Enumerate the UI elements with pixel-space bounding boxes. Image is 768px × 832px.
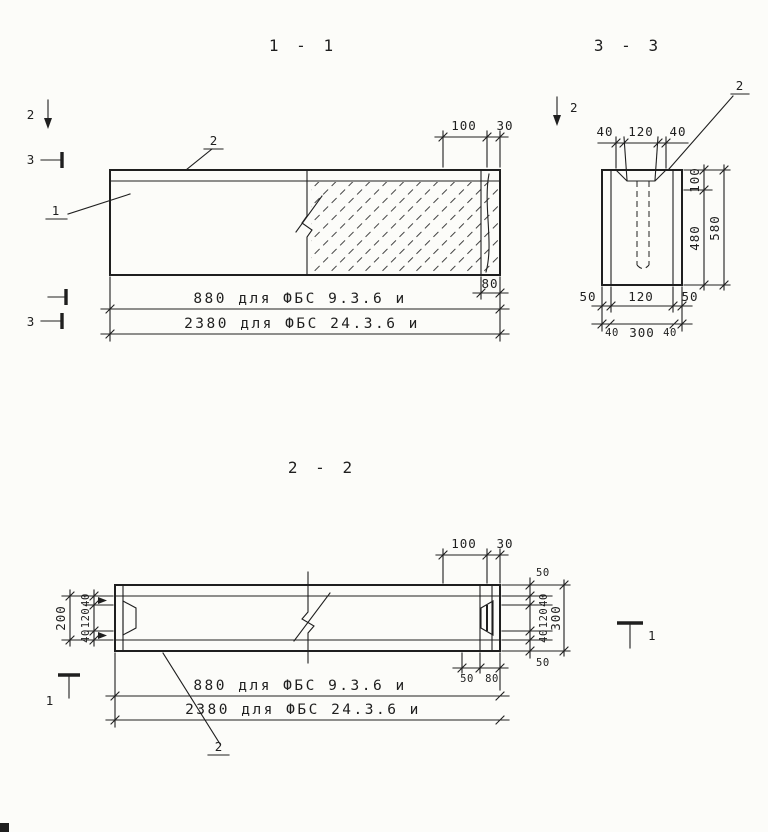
section-2-2: 2 - 2 100 30	[46, 458, 657, 756]
dim-text: 40	[596, 124, 613, 139]
dim-text: 40	[663, 327, 677, 339]
dim-text: 40	[80, 629, 92, 643]
right-groove	[480, 600, 494, 636]
dim-arrow	[98, 597, 107, 604]
section-title-3-3: 3 - 3	[594, 36, 662, 55]
dim-right-3-3: 100 480 580	[683, 164, 731, 291]
dim-text: 120	[538, 608, 550, 628]
section-1-1: 1 - 1 2 3 3	[27, 36, 513, 342]
dim-top-2-2: 100 30	[435, 536, 513, 584]
section-3-3: 3 - 3 2 2	[553, 36, 750, 340]
dim-bottom-50-80: 50 80	[452, 652, 509, 691]
section-marker-3-bottom: 3	[27, 289, 68, 329]
dim-text: 50	[536, 657, 550, 669]
dim-text: 50	[460, 673, 474, 685]
dim-text: 30	[496, 536, 513, 551]
dim-text: 100	[687, 167, 702, 193]
section-title-1-1: 1 - 1	[269, 36, 337, 55]
dim-text: 300	[629, 325, 655, 340]
dim-text: 40	[605, 327, 619, 339]
section-marker-1-right: 1	[617, 621, 657, 649]
dim-text: 50	[536, 567, 550, 579]
dim-text: 50	[579, 289, 596, 304]
dim-text: 40	[669, 124, 686, 139]
dim-text: 200	[53, 605, 68, 631]
block-plan-view	[114, 571, 501, 664]
section-title-2-2: 2 - 2	[288, 458, 356, 477]
dim-top-right-1-1: 100 30	[434, 118, 513, 168]
callout-label: 2	[210, 133, 219, 148]
dim-text-2380: 2380 для ФБС 24.3.6 и	[185, 702, 421, 718]
callout-2: 2	[185, 133, 224, 171]
callout-label: 1	[52, 203, 61, 218]
dim-text: 120	[628, 289, 654, 304]
callout-label: 2	[736, 78, 745, 93]
dim-text: 100	[451, 118, 477, 133]
marker-label: 2	[570, 100, 579, 115]
dim-text: 40	[538, 593, 550, 607]
block-elevation	[109, 169, 501, 276]
marker-label: 2	[27, 107, 36, 122]
dim-text: 480	[687, 225, 702, 251]
callout-2: 2	[668, 78, 750, 170]
dim-text: 80	[481, 276, 498, 291]
dim-lengths-1-1: 880 для ФБС 9.3.6 и 2380 для ФБС 24.3.6 …	[100, 276, 510, 342]
marker-label: 1	[648, 628, 657, 643]
left-groove	[122, 600, 137, 636]
dim-text-2380: 2380 для ФБС 24.3.6 и	[184, 316, 420, 332]
dim-text: 80	[485, 673, 499, 685]
dim-text-880: 880 для ФБС 9.3.6 и	[193, 678, 406, 694]
dim-text: 50	[681, 289, 698, 304]
dim-left-2-2: 40 120 40 200	[53, 589, 114, 647]
break-line	[301, 169, 313, 276]
dim-text: 120	[80, 608, 92, 628]
marker-label: 3	[27, 314, 36, 329]
dim-text-880: 880 для ФБС 9.3.6 и	[193, 291, 406, 307]
dim-bottom-3-3: 50 120 50 40 300 40	[579, 286, 698, 340]
dim-text: 580	[707, 215, 722, 241]
dim-arrow	[98, 632, 107, 639]
dim-text: 40	[80, 593, 92, 607]
callout-1: 1	[45, 193, 131, 220]
section-marker-2-top: 2	[553, 96, 579, 126]
dim-text: 100	[451, 536, 477, 551]
dim-right-2-2: 50 40 120 40 50 300	[501, 567, 571, 669]
marker-label: 3	[27, 152, 36, 167]
callout-label: 2	[215, 739, 224, 754]
dim-lengths-2-2: 880 для ФБС 9.3.6 и 2380 для ФБС 24.3.6 …	[105, 652, 510, 728]
marker-label: 1	[46, 693, 55, 708]
sheet-corner-mark	[0, 823, 9, 832]
section-marker-2-top: 2	[27, 99, 52, 129]
dim-text: 300	[548, 605, 563, 631]
dim-text: 30	[496, 118, 513, 133]
block-end-view	[601, 169, 683, 286]
dim-text: 120	[628, 124, 654, 139]
dim-top-3-3: 40 120 40	[596, 124, 689, 181]
callout-2: 2	[162, 652, 230, 756]
section-marker-1-bottom: 1	[46, 673, 80, 708]
section-marker-3-top: 3	[27, 152, 64, 168]
dim-text: 40	[538, 629, 550, 643]
